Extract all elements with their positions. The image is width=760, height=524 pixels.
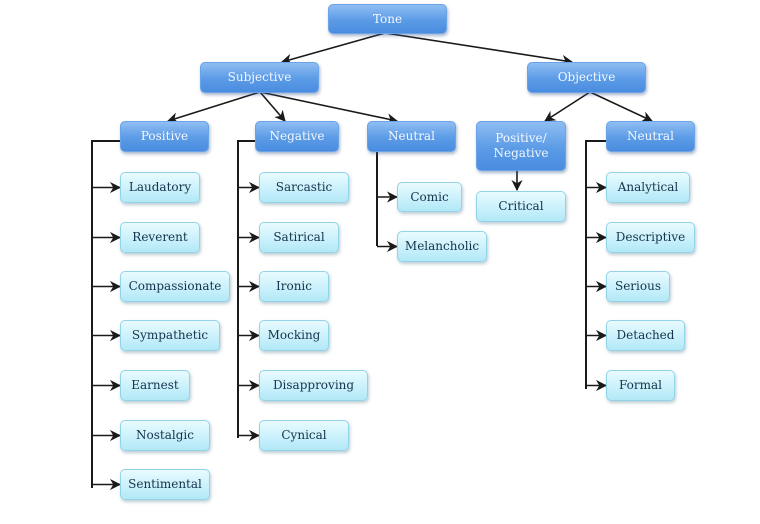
leaf-label: Sentimental — [128, 477, 202, 491]
leaf-label: Earnest — [131, 378, 179, 392]
edge-objective-posneg — [544, 91, 591, 122]
leaf-negative: Disapproving — [259, 370, 368, 401]
leaf-label: Laudatory — [128, 180, 192, 194]
leaf-label: Ironic — [276, 279, 312, 293]
leaf-positive-negative: Critical — [476, 191, 566, 222]
bracket-negative — [237, 140, 255, 438]
leaf-negative: Sarcastic — [259, 172, 349, 203]
leaf-negative: Mocking — [259, 320, 329, 351]
leaf-label: Analytical — [617, 180, 679, 194]
leaf-positive: Reverent — [120, 222, 200, 253]
leaf-neutral-subjective: Melancholic — [397, 231, 487, 262]
node-label: Positive/ Negative — [493, 131, 549, 160]
node-label: Subjective — [227, 70, 292, 84]
node-label: Tone — [372, 11, 403, 26]
leaf-label: Mocking — [267, 328, 321, 342]
leaf-label: Satirical — [273, 230, 325, 244]
edge-subjective-positive — [166, 91, 261, 124]
node-tone: Tone — [328, 4, 447, 34]
leaf-negative: Ironic — [259, 271, 329, 302]
node-neutral-subjective: Neutral — [367, 121, 456, 152]
leaf-label: Reverent — [132, 230, 188, 244]
node-objective: Objective — [527, 62, 646, 93]
node-positive-negative: Positive/ Negative — [476, 121, 566, 171]
leaf-positive: Earnest — [120, 370, 190, 401]
leaf-positive: Compassionate — [120, 271, 230, 302]
leaf-neutral-objective: Formal — [606, 370, 675, 401]
leaf-label: Disapproving — [272, 378, 355, 392]
leaf-negative: Cynical — [259, 420, 349, 451]
edge-objective-neutral — [589, 91, 654, 122]
leaf-positive: Sentimental — [120, 469, 210, 500]
edge-tone-subjective — [280, 32, 386, 65]
bracket-positive — [91, 140, 120, 488]
leaf-neutral-objective: Detached — [606, 320, 685, 351]
leaf-label: Critical — [498, 199, 544, 213]
edge-subjective-neutral — [259, 91, 399, 125]
leaf-positive: Sympathetic — [120, 320, 220, 351]
node-label: Neutral — [627, 129, 674, 143]
node-negative: Negative — [255, 121, 339, 152]
leaf-positive: Nostalgic — [120, 420, 210, 451]
leaf-neutral-objective: Serious — [606, 271, 670, 302]
edge-subjective-negative — [259, 91, 286, 122]
node-label: Objective — [557, 70, 616, 84]
node-subjective: Subjective — [200, 62, 319, 93]
leaf-label: Comic — [410, 189, 449, 204]
leaf-label: Descriptive — [615, 230, 686, 244]
leaf-negative: Satirical — [259, 222, 339, 253]
leaf-neutral-objective: Analytical — [606, 172, 690, 203]
leaf-label: Sympathetic — [131, 328, 209, 342]
leaf-label: Nostalgic — [136, 428, 194, 442]
leaf-label: Cynical — [281, 428, 327, 442]
node-label: Negative — [269, 129, 325, 143]
leaf-label: Sarcastic — [275, 180, 333, 194]
leaf-label: Formal — [618, 378, 662, 392]
leaf-neutral-objective: Descriptive — [606, 222, 695, 253]
edge-tone-objective — [384, 32, 574, 66]
node-neutral-objective: Neutral — [606, 121, 695, 152]
node-label: Positive — [140, 129, 189, 143]
leaf-label: Serious — [614, 279, 661, 293]
node-label: Neutral — [388, 129, 435, 143]
node-positive: Positive — [120, 121, 209, 152]
leaf-label: Detached — [616, 328, 675, 342]
leaf-label: Compassionate — [128, 279, 222, 293]
leaf-neutral-subjective: Comic — [397, 182, 462, 212]
bracket-neutral-objective — [585, 140, 606, 389]
leaf-label: Melancholic — [404, 239, 480, 253]
leaf-positive: Laudatory — [120, 172, 200, 203]
